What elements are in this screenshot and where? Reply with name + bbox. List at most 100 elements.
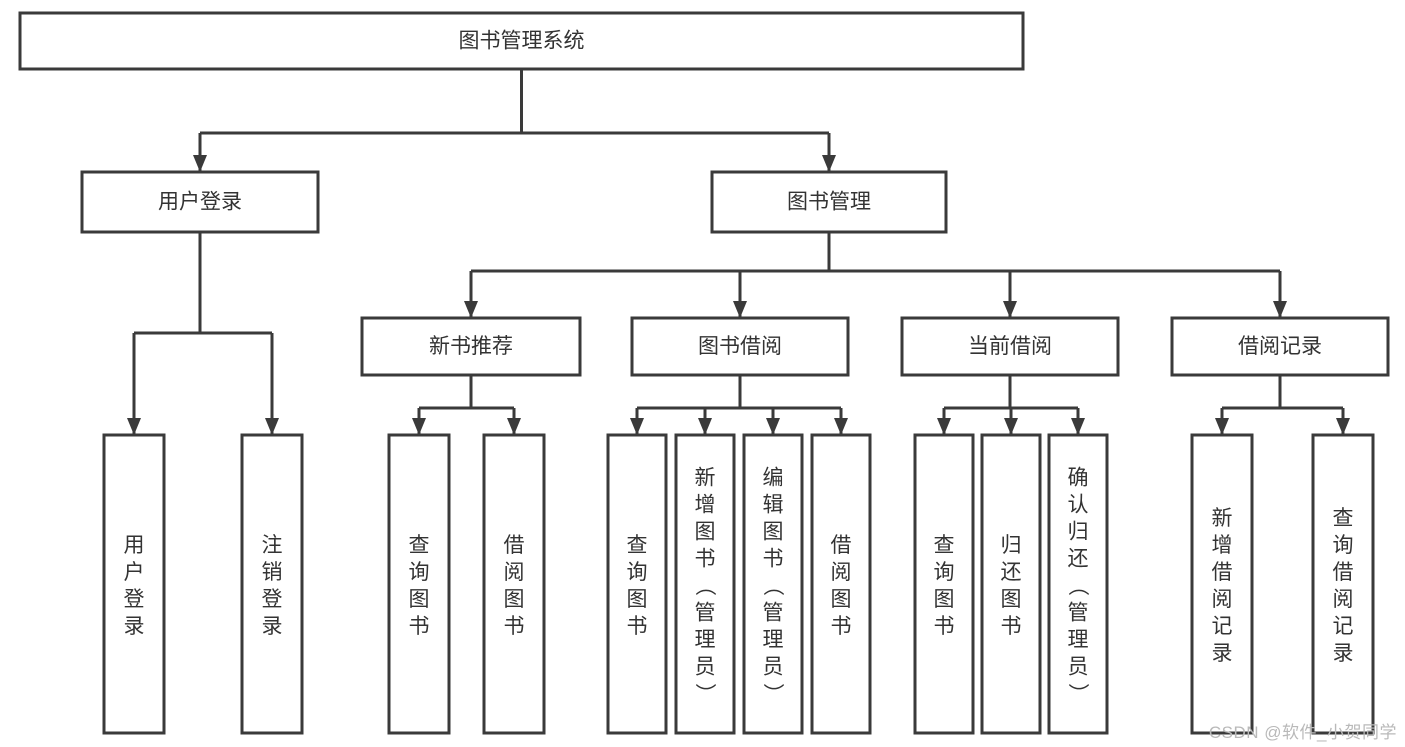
node-n-current[interactable]: 当前借阅 xyxy=(900,316,1120,377)
arrow-head-icon xyxy=(1004,418,1018,435)
arrow-head-icon xyxy=(937,418,951,435)
node-label-char: 图 xyxy=(1001,588,1022,611)
node-label-char: 辑 xyxy=(763,494,784,517)
node-root[interactable]: 图书管理系统 xyxy=(18,11,1025,71)
node-label-char: 录 xyxy=(262,615,283,638)
arrow-head-icon xyxy=(1215,418,1229,435)
node-label: 图书管理系统 xyxy=(459,30,585,53)
arrow-head-icon xyxy=(1336,418,1350,435)
node-label-char: ） xyxy=(761,683,784,704)
node-label-char: 管 xyxy=(1068,602,1089,625)
node-label-char: 员 xyxy=(1068,656,1089,679)
node-n-new-book[interactable]: 新书推荐 xyxy=(360,316,582,377)
node-label-char: 增 xyxy=(1212,534,1233,557)
node-label-char: 图 xyxy=(934,588,955,611)
node-l-rec-add[interactable]: 新增借阅记录新增借阅记录 xyxy=(1190,433,1254,735)
node-label-char: 登 xyxy=(124,588,145,611)
node-box xyxy=(387,433,451,735)
node-label-char: 增 xyxy=(695,494,716,517)
node-label-char: 书 xyxy=(409,615,430,638)
node-label-char: 借 xyxy=(1212,561,1233,584)
node-label-char: 图 xyxy=(409,588,430,611)
node-label-char: 查 xyxy=(409,534,430,557)
node-label-char: 用 xyxy=(124,534,145,557)
node-label: 图书借阅 xyxy=(698,335,782,358)
node-label-char: 记 xyxy=(1212,615,1233,638)
node-l-cb-return[interactable]: 归还图书归还图书 xyxy=(980,433,1042,735)
node-label-char: （ xyxy=(693,575,716,596)
node-box xyxy=(674,433,736,735)
node-label-char: 询 xyxy=(409,561,430,584)
node-box xyxy=(360,316,582,377)
csdn-watermark: CSDN @软件_小贺同学 xyxy=(1208,723,1397,742)
node-l-bq-borrow[interactable]: 借阅图书借阅图书 xyxy=(810,433,872,735)
node-box xyxy=(710,170,948,234)
node-l-cb-query[interactable]: 查询图书查询图书 xyxy=(913,433,975,735)
node-layer: 图书管理系统用户登录图书管理新书推荐图书借阅当前借阅借阅记录用户登录用户登录注销… xyxy=(18,11,1390,735)
arrow-head-icon xyxy=(412,418,426,435)
node-label: 图书管理 xyxy=(787,191,871,214)
arrow-head-icon xyxy=(630,418,644,435)
node-box xyxy=(980,433,1042,735)
node-l-bq-query[interactable]: 查询图书查询图书 xyxy=(606,433,668,735)
node-label-char: 询 xyxy=(627,561,648,584)
node-label-char: 书 xyxy=(627,615,648,638)
node-label-char: 借 xyxy=(831,534,852,557)
node-label-char: 查 xyxy=(934,534,955,557)
node-label-char: 书 xyxy=(1001,615,1022,638)
node-label-char: 还 xyxy=(1001,561,1022,584)
arrow-head-icon xyxy=(193,155,207,172)
arrow-head-icon xyxy=(733,301,747,318)
node-l-logout[interactable]: 注销登录注销登录 xyxy=(240,433,304,735)
arrow-head-icon xyxy=(127,418,141,435)
node-label-char: 查 xyxy=(1333,507,1354,530)
node-box xyxy=(630,316,850,377)
node-box xyxy=(80,170,320,234)
node-n-book-mgmt[interactable]: 图书管理 xyxy=(710,170,948,234)
arrow-head-icon xyxy=(1273,301,1287,318)
node-l-nb-borrow[interactable]: 借阅图书借阅图书 xyxy=(482,433,546,735)
node-label-char: 编 xyxy=(763,467,784,490)
node-box xyxy=(742,433,804,735)
node-label-char: 图 xyxy=(763,521,784,544)
node-label-char: 录 xyxy=(1212,642,1233,665)
node-label-char: 登 xyxy=(262,588,283,611)
node-l-nb-query[interactable]: 查询图书查询图书 xyxy=(387,433,451,735)
node-box xyxy=(1311,433,1375,735)
node-box xyxy=(1047,433,1109,735)
node-label: 借阅记录 xyxy=(1238,335,1322,358)
node-box xyxy=(913,433,975,735)
node-box xyxy=(810,433,872,735)
arrow-head-icon xyxy=(507,418,521,435)
node-box xyxy=(482,433,546,735)
node-label-char: 询 xyxy=(1333,534,1354,557)
node-box xyxy=(1190,433,1254,735)
node-l-user-login[interactable]: 用户登录用户登录 xyxy=(102,433,166,735)
arrow-head-icon xyxy=(834,418,848,435)
node-n-record[interactable]: 借阅记录 xyxy=(1170,316,1390,377)
node-label-char: 阅 xyxy=(1212,588,1233,611)
node-n-borrow[interactable]: 图书借阅 xyxy=(630,316,850,377)
node-label-char: 管 xyxy=(763,602,784,625)
node-label-char: 图 xyxy=(627,588,648,611)
node-n-user-login[interactable]: 用户登录 xyxy=(80,170,320,234)
node-label-char: 书 xyxy=(934,615,955,638)
node-label-char: 理 xyxy=(695,629,716,652)
arrow-head-icon xyxy=(1071,418,1085,435)
node-l-rec-query[interactable]: 查询借阅记录查询借阅记录 xyxy=(1311,433,1375,735)
node-label-char: 询 xyxy=(934,561,955,584)
node-label-char: 图 xyxy=(504,588,525,611)
node-label: 当前借阅 xyxy=(968,335,1052,358)
node-label-char: 借 xyxy=(504,534,525,557)
node-label-char: 图 xyxy=(831,588,852,611)
node-label-char: 理 xyxy=(763,629,784,652)
node-label-char: 记 xyxy=(1333,615,1354,638)
node-label-char: 理 xyxy=(1068,629,1089,652)
node-box xyxy=(240,433,304,735)
arrow-head-icon xyxy=(464,301,478,318)
